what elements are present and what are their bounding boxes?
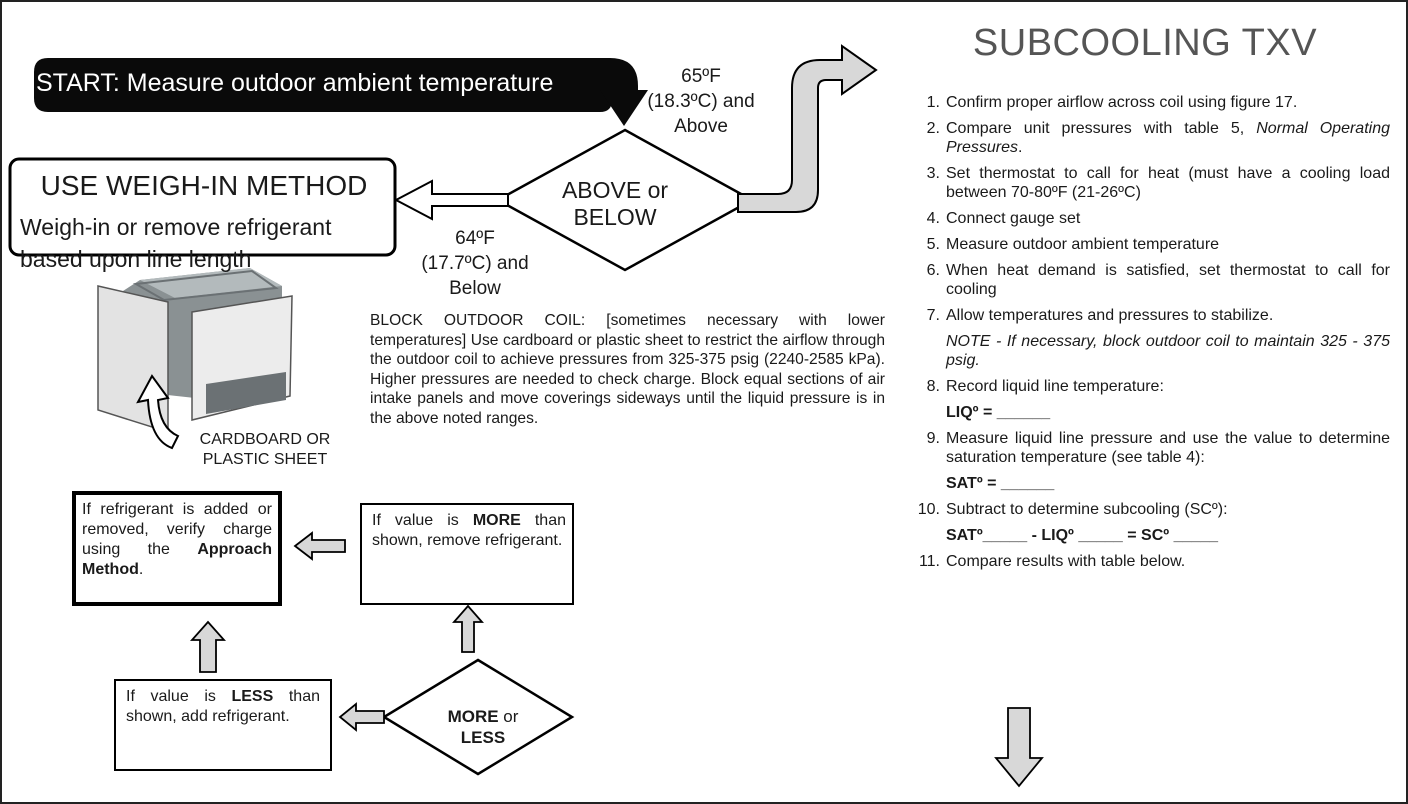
cardboard-line-1: CARDBOARD OR — [199, 431, 331, 448]
more-box-text: If value is MORE than shown, remove refr… — [372, 511, 566, 551]
above-below-diamond — [495, 128, 755, 272]
step-number: 4. — [926, 210, 940, 227]
approach-box — [72, 491, 282, 606]
step-number: 2. — [926, 120, 940, 137]
step-fill-in: SATº_____ - LIQº _____ = SCº _____ — [946, 527, 1219, 544]
or-word: or — [503, 707, 519, 726]
weigh-in-body: Weigh-in or remove refrigerant based upo… — [20, 211, 390, 275]
step-1: 1. Confirm proper airflow across coil usi… — [900, 93, 1390, 112]
step-9: 9. Measure liquid line pressure and use t… — [900, 429, 1390, 493]
step-number: 1. — [926, 94, 940, 111]
step-text: Compare results with table below. — [946, 553, 1186, 570]
step-text: Measure outdoor ambient temperature — [946, 236, 1220, 253]
more-less-diamond — [381, 658, 575, 776]
condensing-unit-illustration — [97, 268, 293, 450]
step-end: . — [1018, 139, 1023, 156]
cardboard-line-2: PLASTIC SHEET — [202, 451, 328, 468]
above-arrow — [737, 44, 878, 213]
step-number: 10. — [917, 501, 940, 518]
step-text: Record liquid line temperature: — [946, 378, 1164, 395]
step-3: 3. Set thermostat to call for heat (must … — [900, 164, 1390, 202]
curved-pointer-arrow — [136, 374, 180, 450]
arrow-more-to-approach — [293, 531, 346, 561]
below-arrow — [393, 179, 509, 221]
below-temp-c: (17.7ºC) and — [421, 253, 529, 274]
above-word: Above — [674, 116, 728, 137]
approach-end: . — [138, 561, 144, 578]
above-temp-f: 65ºF — [681, 66, 721, 87]
step-5: 5. Measure outdoor ambient temperature — [900, 235, 1390, 254]
step-8: 8. Record liquid line temperature: LIQº = … — [900, 377, 1390, 422]
less-box — [114, 679, 332, 771]
more-bold: MORE — [472, 512, 521, 529]
step-text: Allow temperatures and pressures to stab… — [946, 307, 1274, 324]
more-less-label: MORE or LESS — [418, 706, 548, 748]
above-temp-c: (18.3ºC) and — [647, 91, 755, 112]
subcooling-heading: SUBCOOLING TXV — [972, 22, 1318, 64]
step-number: 3. — [926, 165, 940, 182]
step-text: Subtract to determine subcooling (SCº): — [946, 501, 1228, 518]
less-post: than shown, add refrigerant. — [126, 688, 320, 725]
start-arrow — [560, 58, 648, 126]
step-4: 4. Connect gauge set — [900, 209, 1390, 228]
step-7: 7. Allow temperatures and pressures to st… — [900, 306, 1390, 370]
step-6: 6. When heat demand is satisfied, set the… — [900, 261, 1390, 299]
step-note: NOTE - If necessary, block outdoor coil … — [946, 333, 1390, 369]
weigh-in-line-2: based upon line length — [20, 246, 252, 272]
step-10: 10. Subtract to determine subcooling (SCº… — [900, 500, 1390, 545]
step-number: 8. — [926, 378, 940, 395]
step-number: 9. — [926, 430, 940, 447]
block-outdoor-coil-text: BLOCK OUTDOOR COIL: [sometimes necessary… — [370, 312, 885, 427]
step-fill-in: LIQº = ______ — [946, 404, 1051, 421]
more-box — [360, 503, 574, 605]
above-below-line-2: BELOW — [573, 204, 657, 230]
step-text: Compare unit pressures with table 5, — [946, 120, 1245, 137]
step-number: 6. — [926, 262, 940, 279]
arrow-decision-to-less — [338, 702, 385, 732]
step-text: Confirm proper airflow across coil using… — [946, 94, 1298, 111]
more-post: than shown, remove refrigerant. — [372, 512, 566, 549]
above-below-line-1: ABOVE or — [561, 177, 669, 203]
step-number: 11. — [918, 553, 940, 570]
less-box-text: If value is LESS than shown, add refrige… — [126, 687, 320, 727]
below-word: Below — [449, 278, 501, 299]
step-text: Measure liquid line pressure and use the… — [946, 430, 1390, 466]
cardboard-label: CARDBOARD OR PLASTIC SHEET — [170, 430, 360, 470]
above-below-label: ABOVE or BELOW — [540, 177, 690, 231]
less-bold: LESS — [231, 688, 274, 705]
arrow-down-to-table — [994, 707, 1044, 788]
step-number: 5. — [926, 236, 940, 253]
step-2: 2. Compare unit pressures with table 5, N… — [900, 119, 1390, 157]
step-italic: Normal Operating Pressures — [946, 120, 1391, 156]
less-pre: If value is — [126, 688, 216, 705]
start-banner — [34, 58, 612, 112]
weigh-in-box — [8, 157, 397, 257]
weigh-in-title: USE WEIGH-IN METHOD — [40, 170, 368, 201]
below-temp-f: 64ºF — [455, 228, 495, 249]
step-11: 11. Compare results with table below. — [900, 552, 1390, 571]
approach-box-text: If refrigerant is added or removed, veri… — [82, 500, 272, 580]
step-number: 7. — [926, 307, 940, 324]
steps-list: 1. Confirm proper airflow across coil usi… — [900, 93, 1390, 578]
approach-method-label: Approach Method — [82, 541, 272, 578]
step-text: Connect gauge set — [946, 210, 1081, 227]
below-condition: 64ºF (17.7ºC) and Below — [400, 226, 550, 301]
step-text: Set thermostat to call for heat (must ha… — [946, 165, 1390, 201]
start-label: START: Measure outdoor ambient temperatu… — [36, 69, 554, 97]
more-word: MORE — [447, 707, 499, 726]
step-fill-in: SATº = ______ — [946, 475, 1055, 492]
arrow-less-to-approach — [189, 620, 227, 673]
above-condition: 65ºF (18.3ºC) and Above — [626, 64, 776, 139]
approach-text: If refrigerant is added or removed, veri… — [82, 501, 272, 558]
less-word: LESS — [460, 728, 506, 747]
step-text: When heat demand is satisfied, set therm… — [946, 262, 1390, 298]
arrow-decision-to-more — [452, 604, 484, 653]
more-pre: If value is — [372, 512, 459, 529]
weigh-in-line-1: Weigh-in or remove refrigerant — [20, 214, 332, 240]
